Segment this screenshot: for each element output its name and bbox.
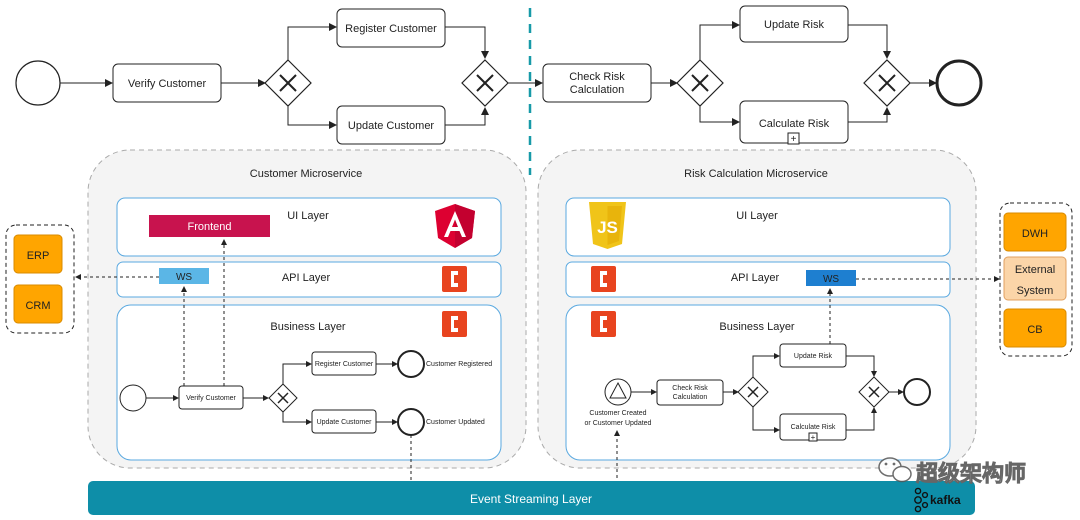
risk-microservice-title: Risk Calculation Microservice <box>684 168 828 180</box>
mini-end-event-registered <box>397 350 425 378</box>
mini-gateway-join <box>858 376 890 408</box>
customer-registered-label: Customer Registered <box>426 361 492 368</box>
angular-logo-icon <box>435 204 475 248</box>
event-streaming-label: Event Streaming Layer <box>470 492 592 506</box>
gateway-join-2 <box>863 59 911 107</box>
external-label-1: External <box>1015 264 1055 276</box>
customer-microservice: Customer Microservice UI Layer Frontend … <box>87 149 527 489</box>
camel-logo-icon <box>442 311 467 337</box>
customer-api-layer-label: API Layer <box>282 272 331 284</box>
subprocess-marker <box>787 132 800 145</box>
risk-ws-label: WS <box>823 274 839 285</box>
mini-update-customer-label: Update Customer <box>317 419 373 426</box>
camel-logo-icon <box>591 266 616 292</box>
mini-check-risk-label-1: Check Risk <box>672 385 708 392</box>
kafka-label: kafka <box>930 493 961 507</box>
customer-ui-layer <box>116 197 502 257</box>
mini-end-event <box>903 378 931 406</box>
external-label-2: System <box>1017 285 1054 297</box>
dwh-box <box>1003 212 1067 252</box>
task-register-customer <box>336 8 446 48</box>
javascript-logo-icon: JS <box>589 202 626 249</box>
risk-microservice: Risk Calculation Microservice UI Layer J… <box>537 149 1000 490</box>
camel-logo-icon <box>591 311 616 337</box>
customer-microservice-title: Customer Microservice <box>250 168 362 180</box>
risk-ui-layer <box>565 197 951 257</box>
external-system-box <box>1003 256 1067 301</box>
camel-logo-icon <box>442 266 467 292</box>
mini-subprocess-plus-icon: + <box>811 433 816 442</box>
task-update-risk <box>739 5 849 43</box>
gateway-split-2 <box>676 59 724 107</box>
task-check-risk <box>542 63 652 103</box>
start-event <box>15 60 61 106</box>
customer-updated-label: Customer Updated <box>426 419 485 426</box>
task-check-risk-label-1: Check Risk <box>569 71 625 83</box>
mini-calculate-risk-label: Calculate Risk <box>791 424 836 431</box>
mini-start-event <box>119 384 147 412</box>
task-verify-customer-label: Verify Customer <box>128 78 207 90</box>
signal-triangle-icon <box>609 381 627 399</box>
cb-label: CB <box>1027 324 1042 336</box>
mini-register-customer-label: Register Customer <box>315 361 374 368</box>
crm-label: CRM <box>25 300 50 312</box>
right-systems: DWH External System CB <box>999 202 1073 357</box>
risk-business-layer-label: Business Layer <box>719 321 795 333</box>
watermark-text: 超级架构师 <box>916 461 1026 487</box>
event-label-2: or Customer Updated <box>585 420 652 427</box>
task-update-risk-label: Update Risk <box>764 19 824 31</box>
gateway-split-1 <box>264 59 312 107</box>
customer-ui-layer-label: UI Layer <box>287 210 329 222</box>
task-check-risk-label-2: Calculation <box>570 84 624 96</box>
cb-box <box>1003 308 1067 348</box>
frontend-label: Frontend <box>187 221 231 233</box>
mini-end-event-updated <box>397 408 425 436</box>
customer-ws-label: WS <box>176 272 192 283</box>
erp-label: ERP <box>27 250 50 262</box>
mini-gateway-split <box>737 376 769 408</box>
mini-subprocess-marker <box>808 432 818 442</box>
watermark: 超级架构师 <box>878 457 1026 487</box>
task-calculate-risk-label: Calculate Risk <box>759 118 830 130</box>
left-systems: ERP CRM <box>5 224 159 334</box>
wechat-icon <box>878 457 912 483</box>
customer-business-layer-label: Business Layer <box>270 321 346 333</box>
risk-ws-box <box>806 270 856 286</box>
customer-api-layer <box>116 261 502 298</box>
risk-api-layer-label: API Layer <box>731 272 780 284</box>
task-update-customer-label: Update Customer <box>348 120 435 132</box>
js-logo-text: JS <box>597 218 618 237</box>
mini-check-risk-label-2: Calculation <box>673 394 708 401</box>
risk-ui-layer-label: UI Layer <box>736 210 778 222</box>
gateway-join-1 <box>461 59 509 107</box>
top-process: Verify Customer Register Customer Update… <box>15 5 983 175</box>
event-streaming-layer: Event Streaming Layer kafka <box>88 481 975 515</box>
event-label-1: Customer Created <box>589 410 646 417</box>
crm-box <box>13 284 63 324</box>
mini-task-check-risk <box>656 379 724 406</box>
mini-verify-customer-label: Verify Customer <box>186 395 236 402</box>
end-event <box>935 59 983 107</box>
frontend-box <box>149 215 270 237</box>
task-register-customer-label: Register Customer <box>345 23 437 35</box>
subprocess-plus-icon: + <box>791 134 797 145</box>
kafka-logo-icon <box>914 487 929 513</box>
customer-ws-box <box>159 268 209 284</box>
dwh-label: DWH <box>1022 228 1048 240</box>
mini-update-risk-label: Update Risk <box>794 353 833 360</box>
erp-box <box>13 234 63 274</box>
